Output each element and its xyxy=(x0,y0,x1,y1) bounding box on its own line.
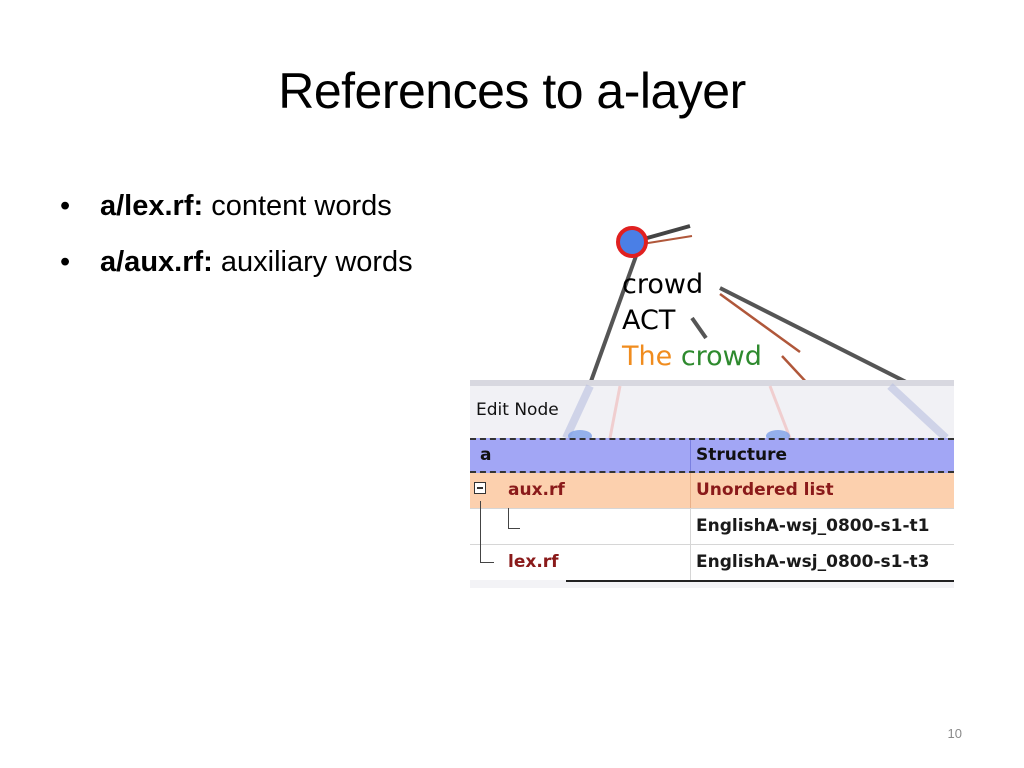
attr-name: lex.rf xyxy=(508,552,559,572)
table-row[interactable]: aux.rf Unordered list xyxy=(470,473,954,508)
tree-edge xyxy=(781,355,809,384)
tree-connector xyxy=(508,528,520,529)
word-crowd: crowd xyxy=(680,341,762,372)
tree-edge xyxy=(719,292,801,354)
tree-connector xyxy=(480,562,494,563)
tree-edge xyxy=(690,316,708,340)
edit-node-panel: Edit Node a Structure aux.rf Unordered l… xyxy=(470,380,954,588)
node-functor: ACT xyxy=(622,305,676,336)
bullet-dot: • xyxy=(60,246,71,278)
panel-bottom-border xyxy=(566,580,954,582)
editor-title: Edit Node xyxy=(476,400,559,420)
header-col-structure[interactable]: Structure xyxy=(690,440,954,471)
collapse-icon[interactable] xyxy=(474,482,486,494)
attr-value[interactable]: EnglishA-wsj_0800-s1-t3 xyxy=(690,545,954,580)
attr-value: Unordered list xyxy=(690,473,954,508)
bullet-text: content words xyxy=(211,190,392,222)
tree-connector xyxy=(508,508,509,528)
word-the: The xyxy=(622,341,673,372)
header-col-name[interactable]: a xyxy=(480,445,492,465)
table-row[interactable]: EnglishA-wsj_0800-s1-t1 xyxy=(470,508,954,544)
node-words: The crowd xyxy=(622,339,762,375)
slide-title: References to a-layer xyxy=(278,63,746,119)
tree-node-icon xyxy=(616,226,648,258)
tree-edges xyxy=(588,224,911,384)
bullet-text: auxiliary words xyxy=(220,246,413,278)
tree-edge xyxy=(588,255,638,384)
bullet-term: a/aux.rf: xyxy=(100,246,213,278)
editor-background xyxy=(470,380,954,438)
bullet-item-lex: • a/lex.rf: content words xyxy=(60,188,500,224)
attr-name: aux.rf xyxy=(508,480,565,500)
attr-value[interactable]: EnglishA-wsj_0800-s1-t1 xyxy=(690,509,954,544)
page-number: 10 xyxy=(947,726,962,741)
grid-header: a Structure xyxy=(470,438,954,473)
attribute-grid: a Structure aux.rf Unordered list Englis… xyxy=(470,438,954,580)
bullet-term: a/lex.rf: xyxy=(100,190,204,222)
node-label: crowd xyxy=(622,269,704,300)
tree-connector xyxy=(480,501,481,563)
tree-edge xyxy=(639,224,691,242)
node-labels: crowd ACT The crowd xyxy=(622,267,762,375)
attr-name xyxy=(470,509,688,544)
tree-edge xyxy=(641,235,693,245)
table-row[interactable]: lex.rf EnglishA-wsj_0800-s1-t3 xyxy=(470,544,954,580)
bullet-dot: • xyxy=(60,190,71,222)
tree-view: crowd ACT The crowd xyxy=(470,222,954,384)
tree-edge xyxy=(719,286,911,384)
bullet-list: • a/lex.rf: content words • a/aux.rf: au… xyxy=(60,188,500,300)
bullet-item-aux: • a/aux.rf: auxiliary words xyxy=(60,244,430,280)
